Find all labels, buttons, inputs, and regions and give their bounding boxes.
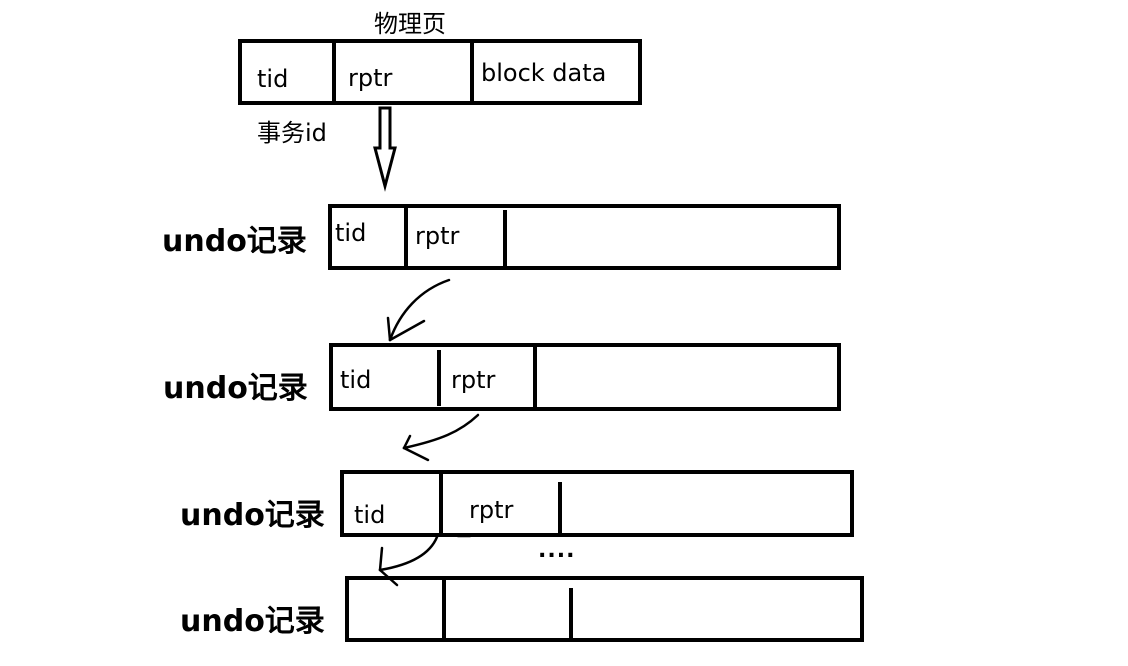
curved-arrow-1-head-a — [386, 316, 392, 342]
undo-record-box-3 — [340, 470, 854, 537]
curved-arrow-2 — [402, 413, 480, 450]
curved-arrow-2-head-b — [402, 446, 430, 462]
curved-arrow-3-head-b — [378, 568, 399, 587]
undo-record-2-field-tid: tid — [340, 366, 372, 394]
down-hollow-arrow — [373, 106, 397, 192]
curved-arrows — [378, 278, 480, 587]
physical-page-title: 物理页 — [374, 10, 446, 38]
physical-page-field-rptr: rptr — [348, 64, 393, 92]
undo-record-box-1 — [328, 204, 841, 270]
curved-arrow-3-head-a — [378, 546, 384, 572]
undo-record-label-3: undo记录 — [180, 498, 325, 533]
undo-record-3-field-tid: tid — [354, 501, 386, 529]
physical-page-field-block-data: block data — [481, 59, 607, 87]
undo-record-label-2: undo记录 — [163, 371, 308, 406]
curved-arrow-2-head-a — [402, 434, 412, 450]
undo-record-1-field-rptr: rptr — [415, 222, 460, 250]
curved-arrow-1-head-b — [388, 319, 426, 342]
undo-record-box-2 — [329, 343, 841, 411]
undo-record-box-4 — [345, 576, 864, 642]
undo-record-label-1: undo记录 — [162, 224, 307, 259]
curved-arrow-1 — [388, 278, 451, 342]
physical-page-field-tid: tid — [257, 65, 289, 93]
continuation-ellipsis: .... — [538, 538, 576, 563]
undo-record-3-field-rptr: rptr — [469, 496, 514, 524]
physical-page-box — [238, 39, 642, 105]
undo-record-1-field-tid: tid — [335, 219, 367, 247]
tid-note-label: 事务id — [257, 119, 327, 147]
undo-record-label-4: undo记录 — [180, 604, 325, 639]
undo-record-2-field-rptr: rptr — [451, 366, 496, 394]
curved-arrow-3 — [378, 535, 439, 572]
